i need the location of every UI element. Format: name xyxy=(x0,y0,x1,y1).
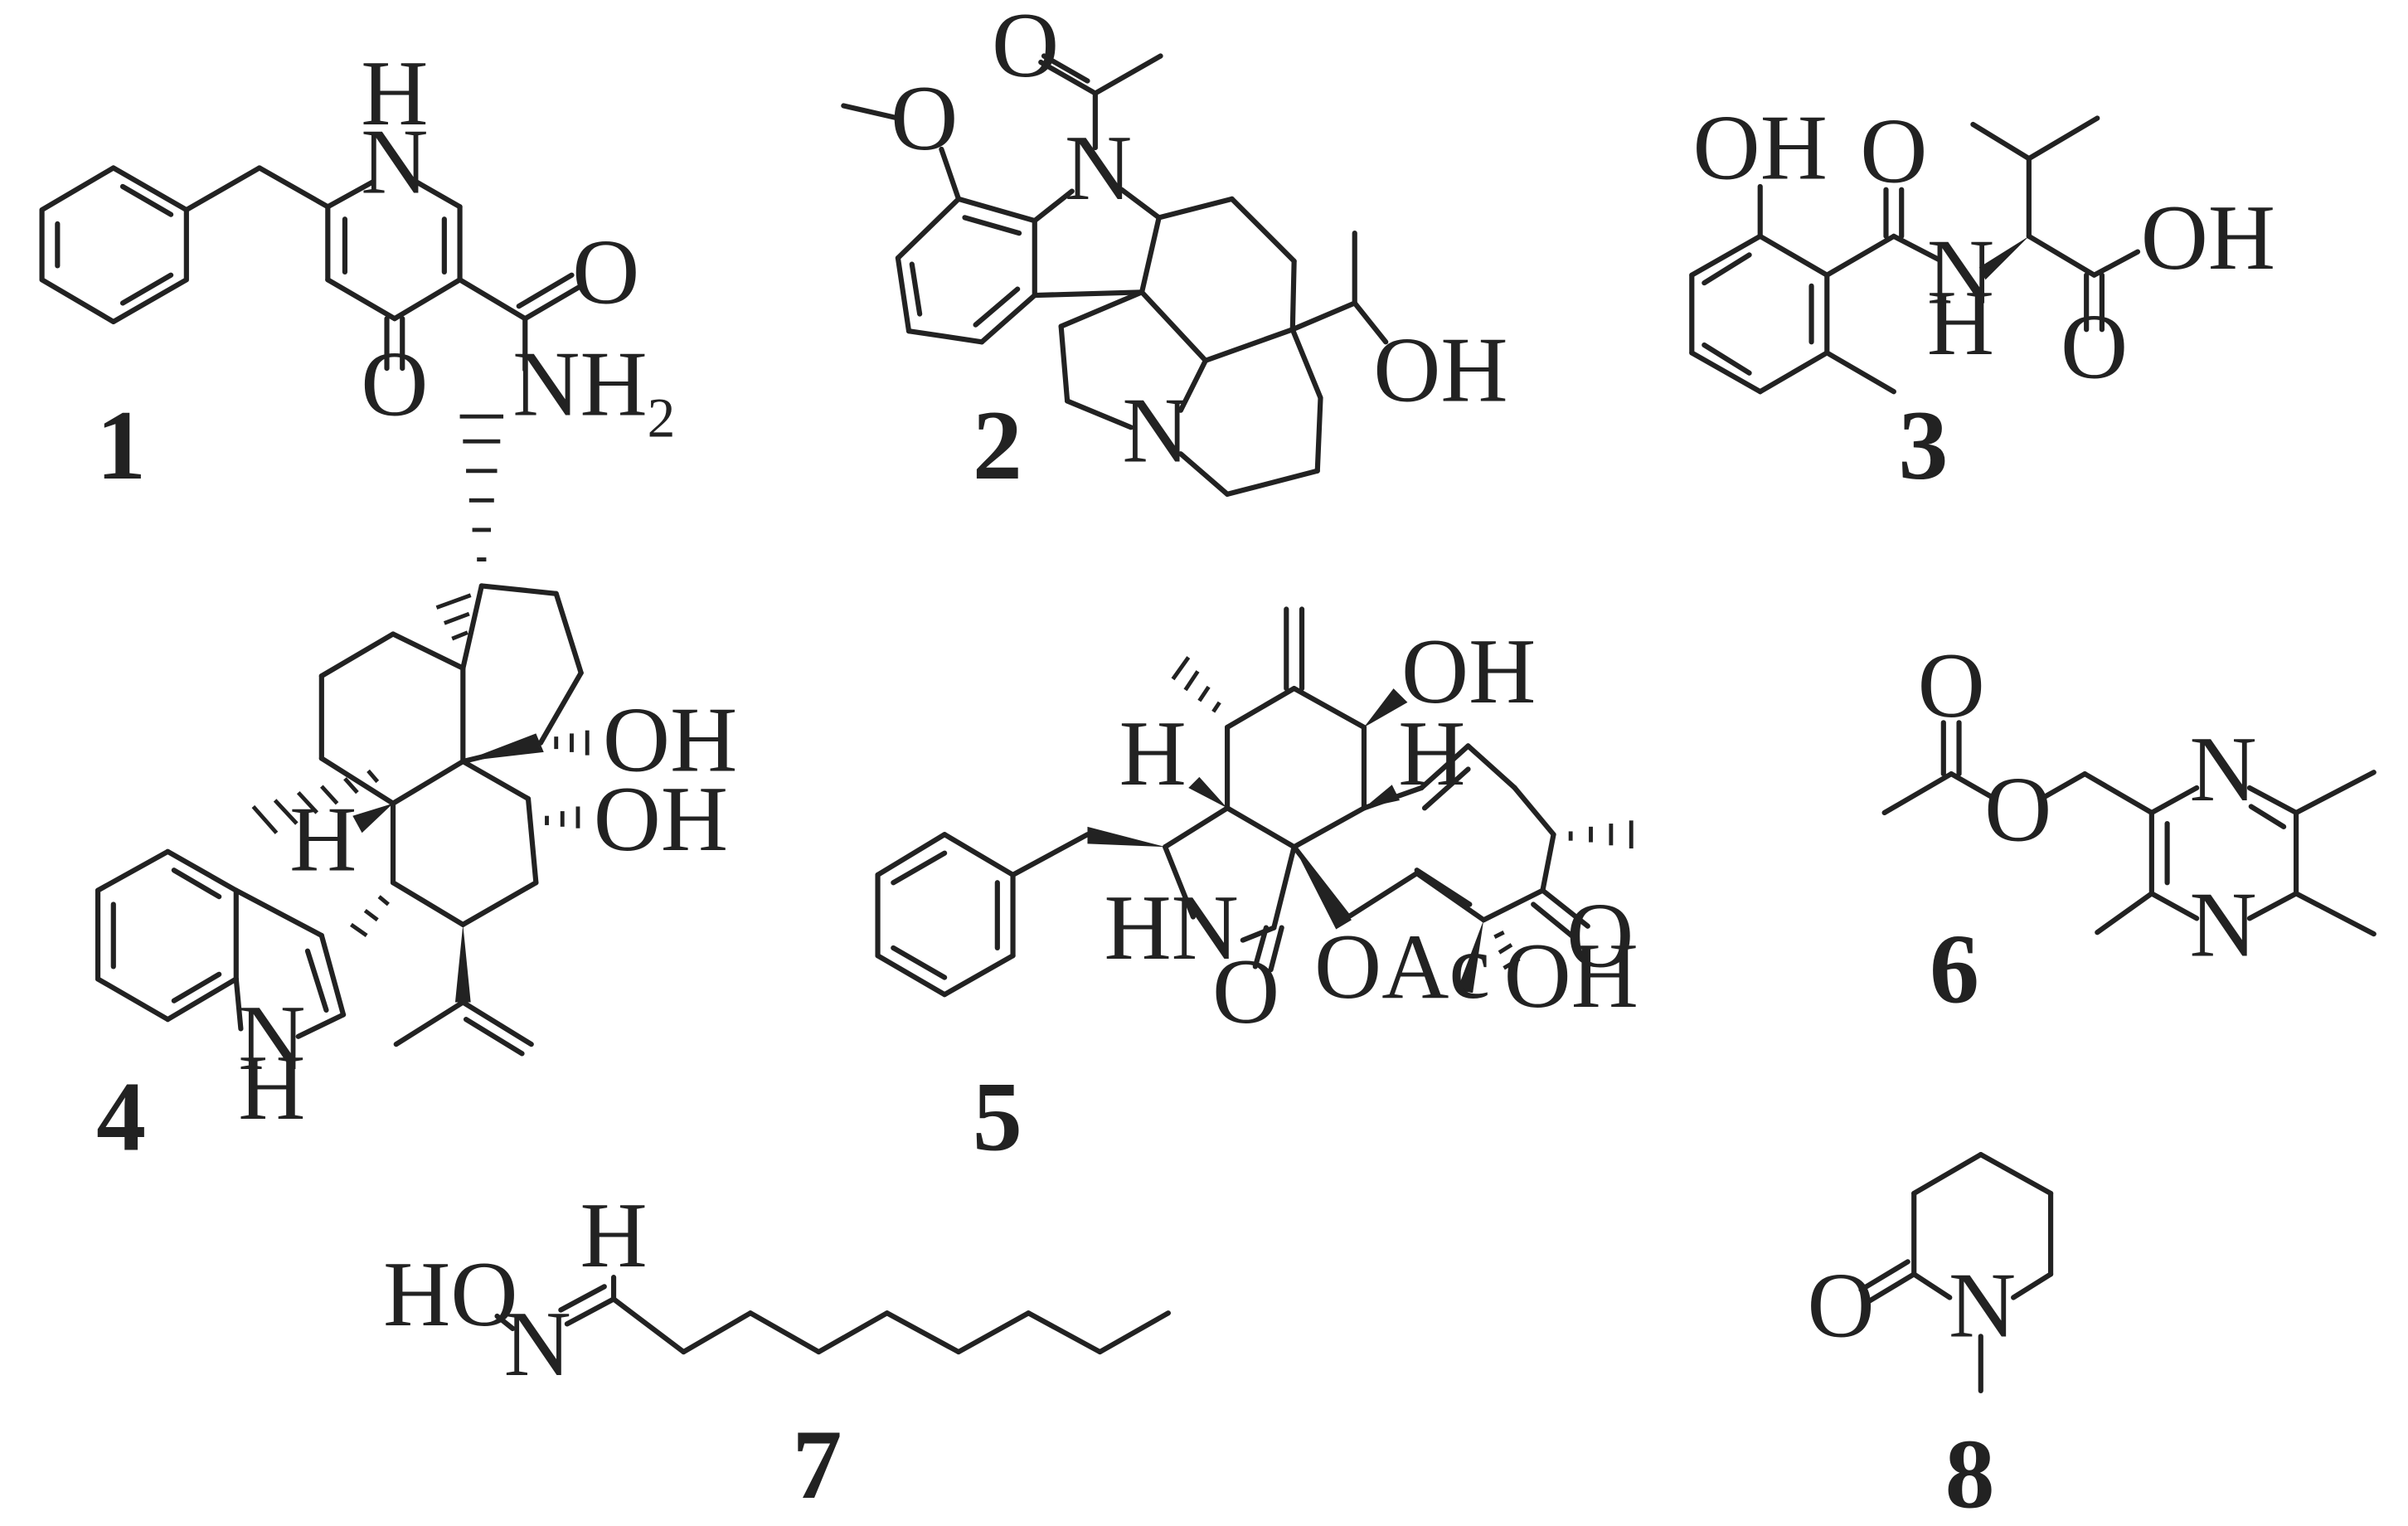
compound-5-wedge-bond-oh xyxy=(1363,688,1408,727)
compound-7-structure: H HO N 7 xyxy=(383,1184,1171,1519)
compound-1-atom-nh: NH xyxy=(512,333,647,435)
compound-4-label: 4 xyxy=(96,1062,146,1172)
compound-5-atom-h-right: H xyxy=(1398,702,1465,805)
compound-3-atom-n: N xyxy=(1927,221,1994,323)
compound-5-atom-o-ketone: O xyxy=(1566,884,1634,987)
compound-7-label: 7 xyxy=(793,1409,842,1519)
compound-5-wedge-bond-h-right xyxy=(1363,785,1401,809)
compound-1-atom-n: N xyxy=(361,110,428,213)
compound-1-atom-o-amide: O xyxy=(572,221,639,323)
compound-6-label: 6 xyxy=(1930,914,1979,1024)
compound-3-label: 3 xyxy=(1898,390,1948,500)
compound-4-atom-h-indole: H xyxy=(238,1037,305,1140)
compound-6-bonds xyxy=(1881,720,2376,937)
compound-4-wedge-bond-isopropenyl xyxy=(454,924,471,1003)
compound-5-structure: OH H H HN O OAc O OH 5 xyxy=(875,606,1639,1172)
compound-8-atom-n: N xyxy=(1949,1254,2016,1357)
compound-4-wedge-bond-oh xyxy=(463,733,544,762)
compound-5-atom-h-left: H xyxy=(1119,702,1187,805)
compound-6-atom-o-ester: O xyxy=(1984,759,2051,862)
compound-5-atom-oh-bottom: OH xyxy=(1504,925,1639,1028)
compound-3-bonds xyxy=(1689,115,2141,395)
compound-1-bonds xyxy=(39,165,584,373)
compound-3-atom-o-amide: O xyxy=(1860,100,1927,202)
compound-6-atom-n-bottom: N xyxy=(2189,873,2256,976)
compound-1-subscript-2: 2 xyxy=(648,387,676,450)
compound-5-atom-oac: OAc xyxy=(1314,916,1490,1018)
compound-1-label: 1 xyxy=(96,390,146,500)
compound-5-label: 5 xyxy=(973,1062,1022,1172)
compound-2-label: 2 xyxy=(973,390,1022,500)
compound-2-atom-n-amine: N xyxy=(1122,380,1189,483)
compound-4-atom-h: H xyxy=(289,788,357,891)
compound-4-atom-n: N xyxy=(238,987,305,1090)
compound-3-wedge-bond xyxy=(1978,236,2029,280)
compound-4-structure: OH OH H N H 4 xyxy=(95,414,737,1172)
compound-8-structure: O N 8 xyxy=(1808,1152,2054,1526)
compound-2-structure: O O N N OH 2 xyxy=(841,0,1508,500)
compound-2-atom-o-acetyl: O xyxy=(992,0,1059,97)
compound-4-atom-oh-upper: OH xyxy=(603,688,737,791)
compound-3-atom-oh-acid: OH xyxy=(2141,187,2275,289)
compound-7-atom-n: N xyxy=(504,1293,571,1396)
compound-7-atom-h: H xyxy=(580,1184,647,1287)
compound-7-bonds xyxy=(494,1275,1171,1355)
compound-5-atom-o-lactam: O xyxy=(1212,940,1279,1043)
compound-4-atom-oh-lower: OH xyxy=(594,768,728,871)
compound-1-structure: H N O O NH2 1 xyxy=(39,42,675,500)
compound-1-atom-o-ketone: O xyxy=(361,333,428,435)
compound-5-bonds xyxy=(875,606,1590,998)
compound-4-wedge-bond-h xyxy=(352,803,394,833)
compound-7-atom-ho: HO xyxy=(383,1243,517,1346)
compound-1-atom-nh2: NH2 xyxy=(512,333,675,449)
compound-3-structure: OH O N H OH O 3 xyxy=(1689,97,2275,500)
compound-5-wedge-bond-benzyl xyxy=(1087,826,1166,848)
compound-8-label: 8 xyxy=(1945,1418,1995,1526)
compound-8-atom-o: O xyxy=(1808,1254,1875,1357)
compound-6-structure: O O N N 6 xyxy=(1881,634,2376,1024)
compound-5-wedge-bond-methyl xyxy=(1457,920,1484,994)
compound-8-bonds xyxy=(1858,1152,2054,1394)
compound-3-atom-oh-phenol: OH xyxy=(1693,97,1828,200)
compound-3-atom-o-acid: O xyxy=(2061,295,2128,398)
compound-2-bonds xyxy=(841,53,1389,497)
compound-5-hashed-bonds xyxy=(1171,656,1634,970)
compound-5-atom-oh-top: OH xyxy=(1401,620,1536,723)
compound-3-atom-h: H xyxy=(1927,272,1994,375)
compound-6-atom-n-top: N xyxy=(2189,718,2256,821)
compound-2-atom-oh: OH xyxy=(1373,318,1507,421)
compound-1-atom-h: H xyxy=(361,42,428,145)
compound-5-wedge-bond-oac xyxy=(1294,847,1352,930)
compound-2-atom-n-indoline: N xyxy=(1065,117,1132,220)
compound-6-atom-o-carbonyl: O xyxy=(1918,634,1985,737)
compound-4-hashed-bonds xyxy=(251,414,590,937)
compound-5-atom-hn: HN xyxy=(1104,877,1238,979)
compound-4-bonds xyxy=(95,583,584,1057)
compound-5-wedge-bond-h-left xyxy=(1188,776,1228,809)
compound-2-atom-o-methoxy: O xyxy=(891,67,958,170)
